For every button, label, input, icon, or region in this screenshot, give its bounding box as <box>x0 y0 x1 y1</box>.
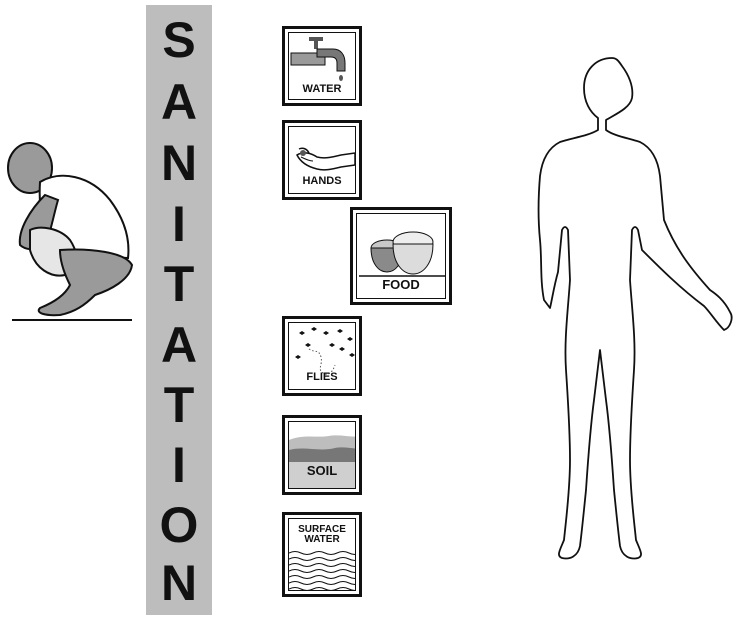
hands-label: HANDS <box>289 175 355 187</box>
soil-box: SOIL <box>282 415 362 495</box>
banner-letter: T <box>146 380 212 430</box>
banner-letter: S <box>146 15 212 65</box>
water-box: WATER <box>282 26 362 106</box>
standing-person-illustration <box>520 50 736 570</box>
water-label: WATER <box>289 83 355 95</box>
banner-letter: I <box>146 440 212 490</box>
banner-letter: T <box>146 259 212 309</box>
waves-icon <box>289 519 356 591</box>
banner-letter: O <box>146 500 212 550</box>
sanitation-banner: S A N I T A T I O N <box>146 5 212 615</box>
flies-box: FLIES <box>282 316 362 396</box>
banner-letter: A <box>146 77 212 127</box>
banner-letter: N <box>146 138 212 188</box>
soil-layers-icon <box>289 422 356 489</box>
head-outline <box>539 58 732 559</box>
banner-letter: N <box>146 558 212 608</box>
surface-water-box: SURFACE WATER <box>282 512 362 597</box>
hands-box: HANDS <box>282 120 362 200</box>
food-box: FOOD <box>350 207 452 305</box>
flies-label: FLIES <box>289 371 355 383</box>
banner-letter: A <box>146 320 212 370</box>
squatting-person-illustration <box>0 130 140 330</box>
food-label: FOOD <box>357 277 445 292</box>
soil-label: SOIL <box>289 463 355 478</box>
banner-letter: I <box>146 199 212 249</box>
